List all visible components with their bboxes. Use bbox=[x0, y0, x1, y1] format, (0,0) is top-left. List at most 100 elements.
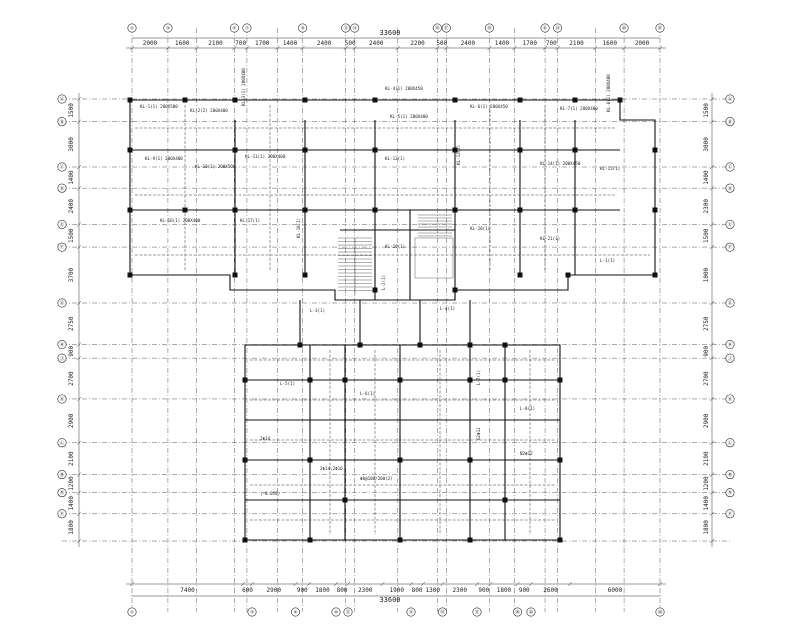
axis-bubble bbox=[472, 607, 482, 617]
beam-annotation: L-4(1) bbox=[440, 306, 455, 311]
dim-text: 1400 bbox=[703, 170, 710, 185]
beam-annotation: L-8(1) bbox=[520, 406, 535, 411]
dim-text: 1500 bbox=[68, 103, 75, 118]
dim-text: 2200 bbox=[410, 40, 425, 47]
axis-label: Ⓗ bbox=[60, 341, 65, 348]
axis-label: Ⓗ bbox=[728, 341, 733, 348]
dim-tick bbox=[408, 581, 414, 587]
axis-bubble bbox=[298, 23, 308, 33]
column bbox=[342, 377, 348, 383]
dim-text: 700 bbox=[546, 40, 557, 47]
beam-annotation: (-0.050) bbox=[260, 491, 280, 496]
dim-tick bbox=[76, 538, 82, 544]
column bbox=[232, 97, 238, 103]
dim-tick bbox=[709, 511, 715, 516]
axis-label: Ⓛ bbox=[728, 439, 733, 446]
dim-tick bbox=[488, 581, 493, 587]
axis-bubble bbox=[242, 23, 252, 33]
dim-tick bbox=[76, 440, 82, 445]
column bbox=[617, 97, 623, 103]
axis-label: Ⓚ bbox=[60, 396, 65, 403]
dim-tick bbox=[395, 45, 400, 51]
column bbox=[397, 457, 403, 463]
dim-text: 2000 bbox=[635, 40, 650, 47]
column bbox=[232, 147, 238, 153]
dim-text: 900 bbox=[478, 587, 489, 594]
axis-label: Ⓜ bbox=[728, 471, 733, 478]
dim-text: 900 bbox=[297, 587, 308, 594]
beam-annotation: L-2(1) bbox=[381, 275, 386, 290]
elevator-shaft bbox=[414, 237, 454, 279]
axis-bubble bbox=[57, 242, 67, 252]
column bbox=[232, 207, 238, 213]
column bbox=[572, 207, 578, 213]
dim-tick bbox=[249, 581, 255, 587]
dim-text: 1200 bbox=[703, 476, 710, 491]
axis-bubble bbox=[57, 340, 67, 350]
beam-annotation: KL-5(1) 200X400 bbox=[390, 114, 428, 119]
column bbox=[652, 272, 658, 278]
dim-text: 2400 bbox=[317, 40, 332, 47]
axis-bubble bbox=[247, 607, 257, 617]
beam-annotation: KL-7(1) 200X400 bbox=[560, 106, 598, 111]
dim-tick bbox=[306, 581, 312, 587]
axis-label: Ⓓ bbox=[60, 185, 65, 192]
axis-bubble bbox=[725, 219, 735, 229]
axis-label: ⑮ bbox=[435, 25, 440, 32]
dim-tick bbox=[345, 581, 351, 587]
dim-text: 900 bbox=[68, 346, 75, 357]
dim-tick bbox=[709, 185, 715, 191]
dim-tick bbox=[76, 472, 82, 477]
dim-text: 1300 bbox=[426, 587, 441, 594]
columns bbox=[127, 97, 658, 543]
axis-bubble bbox=[437, 607, 447, 617]
axis-bubble bbox=[432, 23, 442, 33]
axis-bubble bbox=[619, 23, 629, 33]
column bbox=[502, 377, 508, 383]
column bbox=[127, 207, 133, 213]
dim-text: 1900 bbox=[390, 587, 405, 594]
dim-text: 1400 bbox=[495, 40, 510, 47]
dim-tick bbox=[76, 244, 82, 250]
axis-label: ⑰ bbox=[444, 25, 449, 32]
column bbox=[652, 147, 658, 153]
dim-text: 2750 bbox=[68, 316, 75, 331]
beam-annotation: KL-18(1) bbox=[296, 218, 301, 238]
beam-annotation: KL-2(2) 200X400 bbox=[190, 108, 228, 113]
dim-text: 2400 bbox=[461, 40, 476, 47]
dim-text: 2750 bbox=[703, 316, 710, 331]
column bbox=[467, 342, 473, 348]
dim-text: 1800 bbox=[68, 520, 75, 535]
beam-annotation: L-7(1) bbox=[476, 370, 481, 385]
dim-tick bbox=[567, 581, 573, 587]
dim-tick bbox=[76, 119, 82, 124]
axis-label: Ⓐ bbox=[728, 96, 733, 103]
beam-annotation: KL-10(1) 200X500 bbox=[195, 164, 236, 169]
column bbox=[232, 272, 238, 278]
column bbox=[182, 207, 188, 213]
column bbox=[502, 342, 508, 348]
beam-annotation: KL-17(1) bbox=[240, 218, 260, 223]
axis-bubble bbox=[441, 23, 451, 33]
dim-tick bbox=[420, 581, 426, 587]
dim-tick bbox=[709, 96, 715, 102]
dim-text: 500 bbox=[345, 40, 356, 47]
beam-annotation: KL-1(1) 200X500 bbox=[140, 104, 178, 109]
dim-tick bbox=[555, 45, 560, 51]
column bbox=[557, 457, 563, 463]
column bbox=[517, 207, 523, 213]
dim-tick bbox=[244, 45, 250, 51]
dim-tick bbox=[352, 45, 357, 51]
axis-bubble bbox=[725, 394, 735, 404]
dim-tick bbox=[194, 45, 199, 51]
column bbox=[452, 97, 458, 103]
dim-text: 2700 bbox=[68, 371, 75, 386]
column bbox=[307, 537, 313, 543]
dim-tick bbox=[76, 300, 82, 306]
column bbox=[307, 377, 313, 383]
axis-bubble bbox=[57, 162, 67, 172]
axis-label: ㉕ bbox=[622, 25, 627, 32]
axis-bubble bbox=[725, 183, 735, 193]
